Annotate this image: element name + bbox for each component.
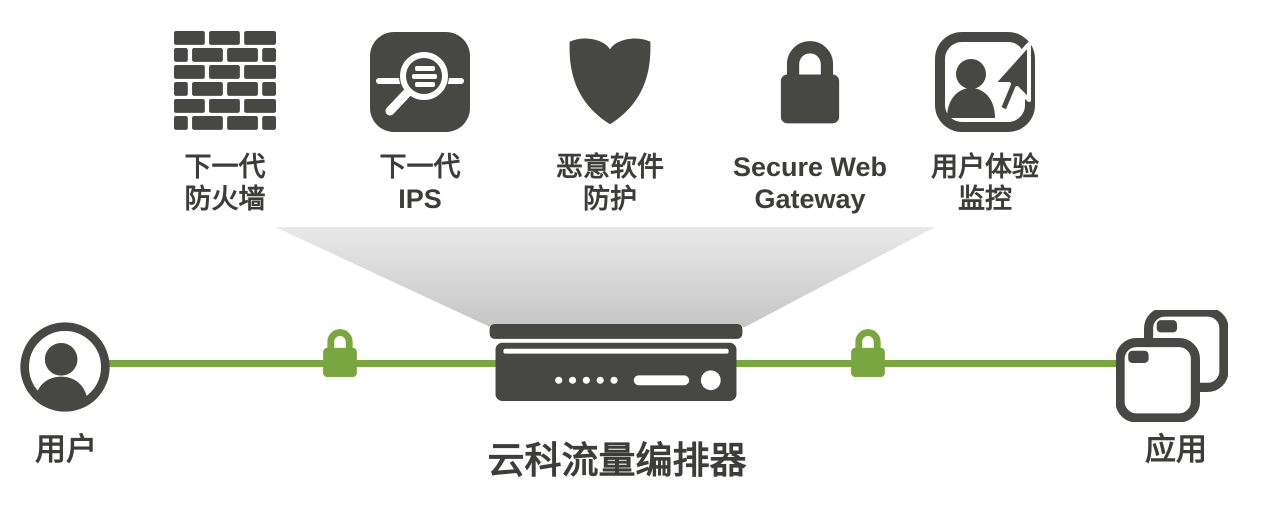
encryption-lock-right-icon (845, 324, 891, 386)
service-next-gen-ips: 下一代 IPS (315, 22, 525, 216)
applications-node-icon (1115, 307, 1229, 427)
malware-shield-icon (505, 22, 715, 142)
service-malware-protection: 恶意软件 防护 (505, 22, 715, 216)
service-label-ngfw: 下一代 防火墙 (120, 152, 330, 216)
service-label-line1: 下一代 (184, 152, 266, 182)
service-next-gen-firewall: 下一代 防火墙 (120, 22, 330, 216)
firewall-bricks-icon (120, 22, 330, 142)
service-label-swg: Secure Web Gateway (705, 152, 915, 216)
service-label-malware: 恶意软件 防护 (505, 152, 715, 216)
service-label-uem: 用户体验 监控 (880, 152, 1090, 216)
traffic-orchestrator-appliance-icon (487, 324, 745, 408)
secure-web-gateway-lock-icon (705, 22, 915, 142)
ips-magnifier-icon (315, 22, 525, 142)
service-label-line2: Gateway (754, 183, 866, 214)
orchestrator-label: 云科流量编排器 (487, 440, 747, 481)
service-label-line1: 恶意软件 (556, 152, 664, 182)
user-node-icon (17, 319, 113, 420)
service-label-ngips: 下一代 IPS (315, 152, 525, 216)
service-label-line1: 用户体验 (931, 152, 1039, 182)
user-experience-monitor-icon (880, 22, 1090, 142)
service-secure-web-gateway: Secure Web Gateway (705, 22, 915, 216)
service-label-line2: 监控 (958, 183, 1012, 214)
service-user-experience-monitoring: 用户体验 监控 (880, 22, 1090, 216)
user-label: 用户 (35, 432, 97, 467)
services-funnel (275, 227, 935, 327)
service-label-line1: 下一代 (379, 152, 461, 182)
service-label-line1: Secure Web (732, 152, 888, 182)
encryption-lock-left-icon (317, 324, 363, 386)
service-label-line2: IPS (398, 183, 442, 214)
apps-label: 应用 (1145, 432, 1207, 467)
service-label-line2: 防护 (583, 183, 637, 214)
service-label-line2: 防火墙 (184, 183, 266, 214)
